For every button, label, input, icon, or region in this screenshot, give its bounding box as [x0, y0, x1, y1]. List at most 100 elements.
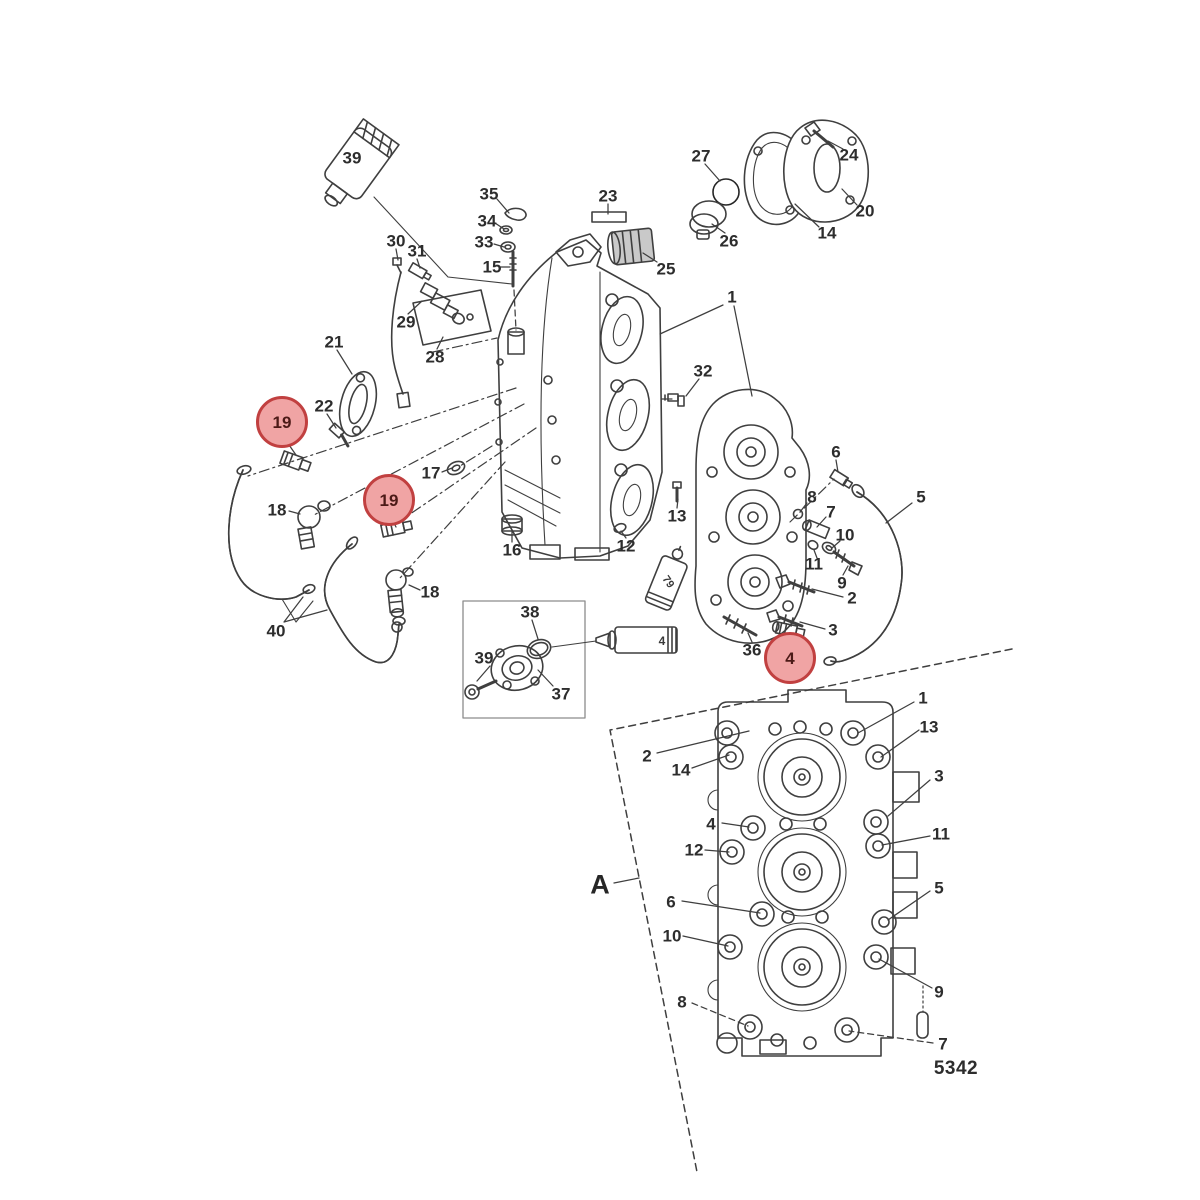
callout-36: 36	[742, 640, 762, 660]
sealant-tube-horizontal	[595, 626, 678, 654]
sensor-32-part	[664, 393, 685, 407]
callout-leader-lines	[283, 140, 913, 687]
callout-30: 30	[386, 231, 406, 251]
bolt-24-part	[804, 121, 835, 149]
detail-leader-lines	[613, 701, 934, 1044]
callout-19-highlighted[interactable]: 19	[363, 474, 415, 526]
callout-40: 40	[266, 621, 286, 641]
callout-12: 12	[684, 840, 704, 860]
sensor-39-part	[324, 118, 513, 285]
callout-11: 11	[932, 824, 950, 844]
callout-14: 14	[817, 223, 837, 243]
callout-2: 2	[847, 588, 857, 608]
hose-5-part	[823, 483, 903, 666]
washer-33-part	[500, 241, 516, 253]
callout-8: 8	[807, 487, 817, 507]
callout-2: 2	[642, 746, 652, 766]
fitting-19a-part	[279, 450, 312, 473]
callout-6: 6	[831, 442, 841, 462]
clip-35-part	[504, 207, 527, 221]
callout-19-highlighted[interactable]: 19	[256, 396, 308, 448]
callout-39: 39	[474, 648, 494, 668]
gasket-14-part	[743, 131, 809, 226]
bolt-13-part	[672, 481, 682, 503]
detail-view-boundary	[609, 648, 1013, 1173]
thermostat-26-part	[689, 200, 727, 240]
plate-28-part	[412, 289, 492, 346]
callout-37: 37	[551, 684, 571, 704]
callout-9: 9	[934, 982, 944, 1002]
callout-10: 10	[835, 525, 855, 545]
o-ring-38-part	[526, 638, 552, 660]
callout-1: 1	[918, 688, 928, 708]
callout-20: 20	[855, 201, 875, 221]
detail-view-label: A	[590, 869, 610, 900]
callout-21: 21	[324, 332, 344, 352]
o-ring-27-part	[712, 178, 740, 206]
callout-23: 23	[598, 186, 618, 206]
callout-39: 39	[342, 148, 362, 168]
callout-3: 3	[934, 766, 944, 786]
callout-8: 8	[677, 992, 687, 1012]
assembly-leader-lines	[247, 387, 835, 579]
ball-8-part	[792, 508, 804, 520]
stud-36-part	[722, 614, 758, 637]
callout-9: 9	[837, 573, 847, 593]
callout-24: 24	[839, 145, 859, 165]
callout-16: 16	[502, 540, 522, 560]
callout-5: 5	[934, 878, 944, 898]
pump-cover-20-part	[783, 119, 870, 223]
callout-6: 6	[666, 892, 676, 912]
callout-3: 3	[828, 620, 838, 640]
callout-14: 14	[671, 760, 691, 780]
callout-4-highlighted[interactable]: 4	[764, 632, 816, 684]
callout-26: 26	[719, 231, 739, 251]
bolt-3-part	[766, 609, 804, 628]
cylinder-block	[494, 233, 663, 561]
callout-32: 32	[693, 361, 713, 381]
passage-holes	[716, 720, 833, 1054]
fitting-18a-part	[297, 500, 331, 550]
washer-34-part	[499, 225, 513, 235]
bushing-25-part	[607, 227, 656, 266]
bolt-39-inset-part	[464, 679, 498, 700]
callout-11: 11	[805, 554, 823, 574]
callout-31: 31	[407, 241, 427, 261]
tube-marking-4: 4	[658, 634, 666, 648]
callout-34: 34	[477, 211, 497, 231]
callout-35: 35	[479, 184, 499, 204]
cylinder-head-upper	[694, 388, 811, 644]
crankshaft-throws	[600, 293, 655, 537]
callout-5: 5	[916, 487, 926, 507]
inset-box	[462, 600, 586, 719]
callout-22: 22	[314, 396, 334, 416]
callout-10: 10	[662, 926, 682, 946]
callout-1: 1	[727, 287, 737, 307]
ring-11-part	[807, 539, 819, 551]
cylinder-bores	[757, 732, 847, 1012]
callout-28: 28	[425, 347, 445, 367]
bolt-22-part	[328, 422, 350, 448]
callout-33: 33	[474, 232, 494, 252]
sealant-tube-angled	[644, 545, 688, 611]
flange-37-part	[490, 644, 544, 692]
callout-27: 27	[691, 146, 711, 166]
callout-7: 7	[826, 502, 836, 522]
callout-18: 18	[267, 500, 287, 520]
callout-18: 18	[420, 582, 440, 602]
fitting-18b-part	[385, 567, 414, 618]
key-23-part	[591, 211, 627, 223]
hoses-40-part	[227, 464, 406, 664]
callout-17: 17	[421, 463, 441, 483]
stud-15-part	[509, 250, 517, 331]
callout-12: 12	[616, 536, 636, 556]
callout-25: 25	[656, 259, 676, 279]
callout-38: 38	[520, 602, 540, 622]
grommet-17-part	[446, 460, 466, 476]
callout-13: 13	[919, 717, 939, 737]
callout-29: 29	[396, 312, 416, 332]
head-bolts	[714, 720, 897, 1043]
